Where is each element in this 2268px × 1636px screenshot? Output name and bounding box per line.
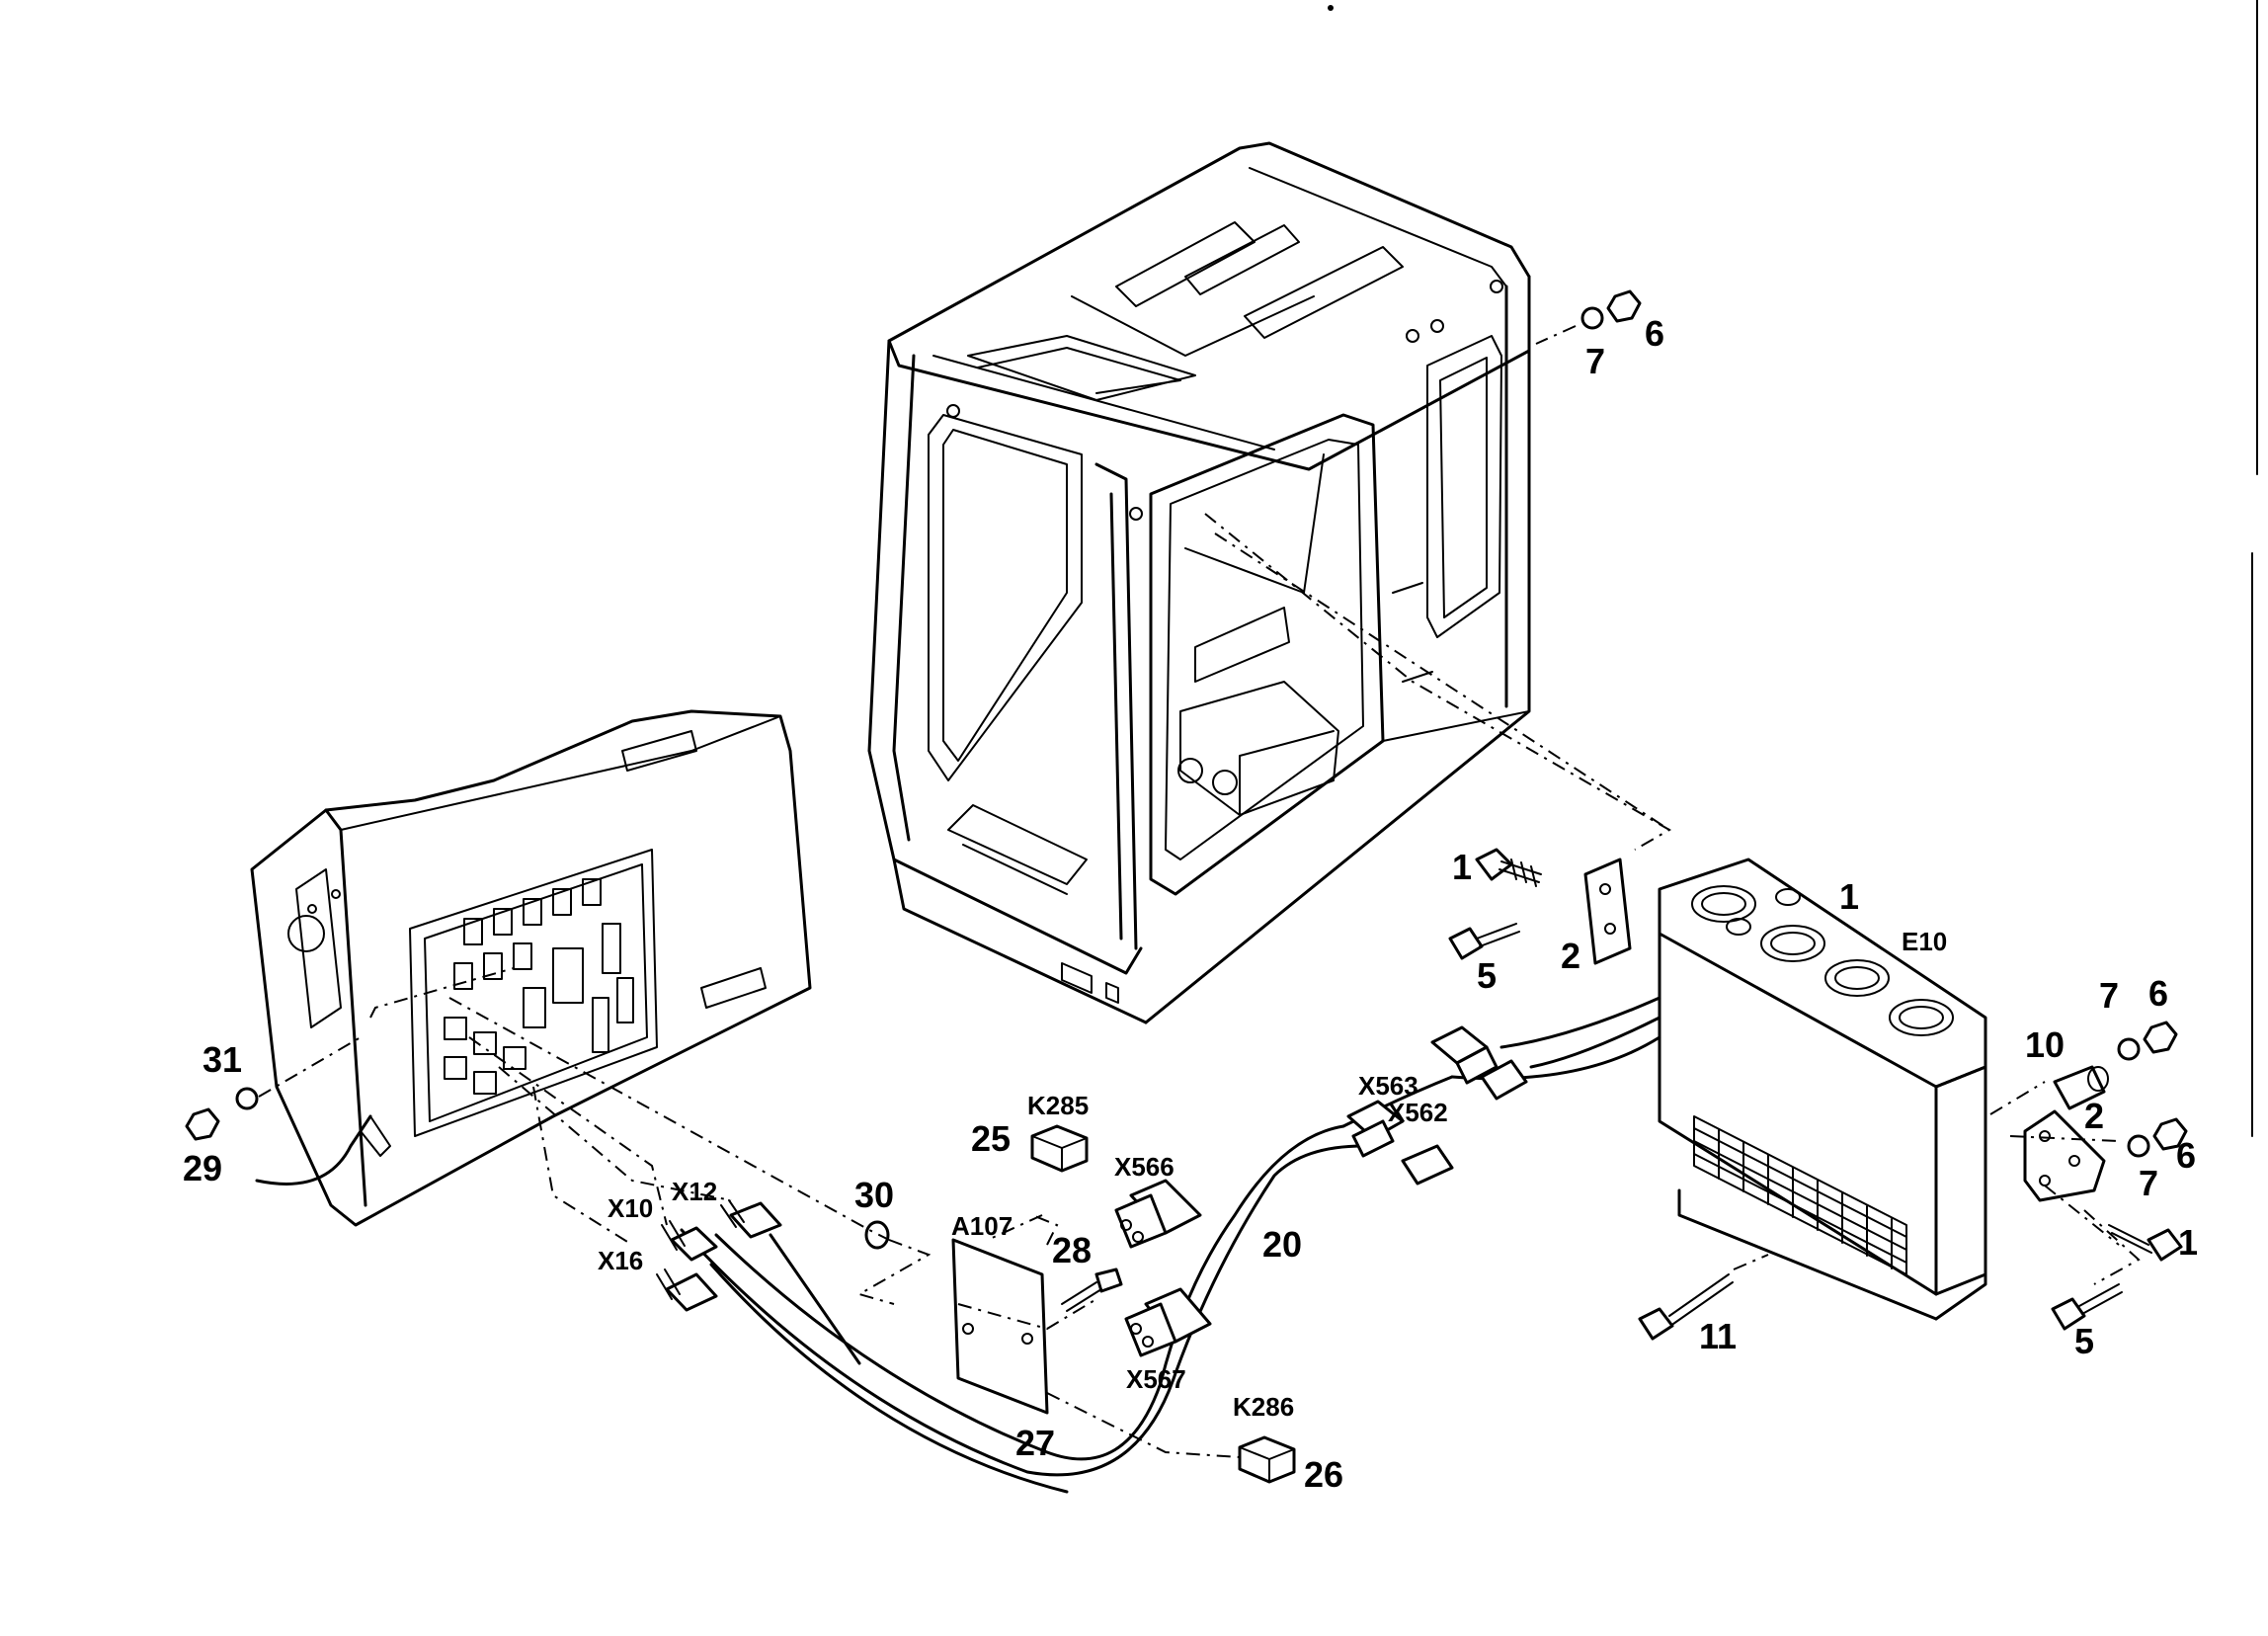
bolt-lower-left [1448,923,1520,960]
callout-29: 29 [183,1148,222,1188]
connector-x563 [1430,1025,1528,1101]
spacer-ten [2053,1065,2109,1110]
callout-1b: 1 [1452,847,1472,887]
callout-27: 27 [1015,1423,1055,1463]
callout-11: 11 [1699,1316,1737,1356]
electrical-console-box [250,709,812,1227]
connector-x16 [656,1268,718,1312]
callout-2b: 2 [2084,1096,2104,1136]
relay-k286 [1238,1435,1296,1484]
relay-k285 [1030,1124,1089,1173]
bracket-right [2023,1109,2106,1202]
callout-5a: 5 [1477,955,1497,996]
label-e10: E10 [1902,927,1947,956]
control-board-a107 [951,1238,1049,1415]
bolt-right-upper [2108,1224,2183,1262]
label-x16: X16 [598,1246,643,1275]
callout-31: 31 [202,1039,242,1080]
connector-x10 [661,1220,718,1262]
connector-x562 [1346,1100,1454,1186]
callout-5b: 5 [2074,1321,2094,1361]
wiring-harness [680,1075,1454,1494]
label-x12: X12 [672,1177,717,1206]
label-x562: X562 [1388,1098,1448,1127]
callout-7a: 7 [1585,341,1605,381]
callout-2a: 2 [1561,936,1580,976]
label-x10: X10 [608,1193,653,1223]
connector-x567 [1124,1287,1212,1357]
callout-20: 20 [1262,1224,1302,1265]
bolt-right-lower [2051,1283,2123,1331]
bolt-eleven [1638,1273,1734,1341]
leader-lines [258,325,2141,1458]
label-a107: A107 [951,1211,1012,1241]
page-border-marks [1328,0,2258,1137]
callout-26: 26 [1304,1454,1343,1495]
callout-6b: 6 [2148,973,2168,1014]
label-x563: X563 [1358,1071,1418,1101]
label-k285: K285 [1027,1091,1089,1120]
callout-labels: 7 6 1 E10 1 5 2 7 6 10 2 6 7 1 5 11 X563… [183,313,2198,1495]
label-k286: K286 [1233,1392,1294,1422]
callout-28: 28 [1052,1230,1092,1270]
callout-30: 30 [854,1175,894,1215]
bracket-left [1583,858,1632,965]
callout-6a: 6 [1645,313,1664,354]
callout-1a: 1 [1839,876,1859,917]
connector-x12 [720,1199,782,1239]
callout-6c: 6 [2176,1135,2196,1176]
screw-twenty-eight [1061,1268,1123,1312]
callout-7b: 7 [2099,975,2119,1016]
nuts-washers [185,289,2188,1250]
callout-1c: 1 [2178,1222,2198,1263]
heater-unit-e10 [1450,858,1987,1321]
label-x567: X567 [1126,1364,1186,1394]
connector-x566 [1114,1179,1202,1249]
callout-10: 10 [2025,1024,2065,1065]
callout-25: 25 [971,1118,1011,1159]
callout-7c: 7 [2139,1163,2158,1203]
label-x566: X566 [1114,1152,1174,1182]
cab-frame [867,141,1531,1024]
bolt-upper-left [1475,848,1542,887]
